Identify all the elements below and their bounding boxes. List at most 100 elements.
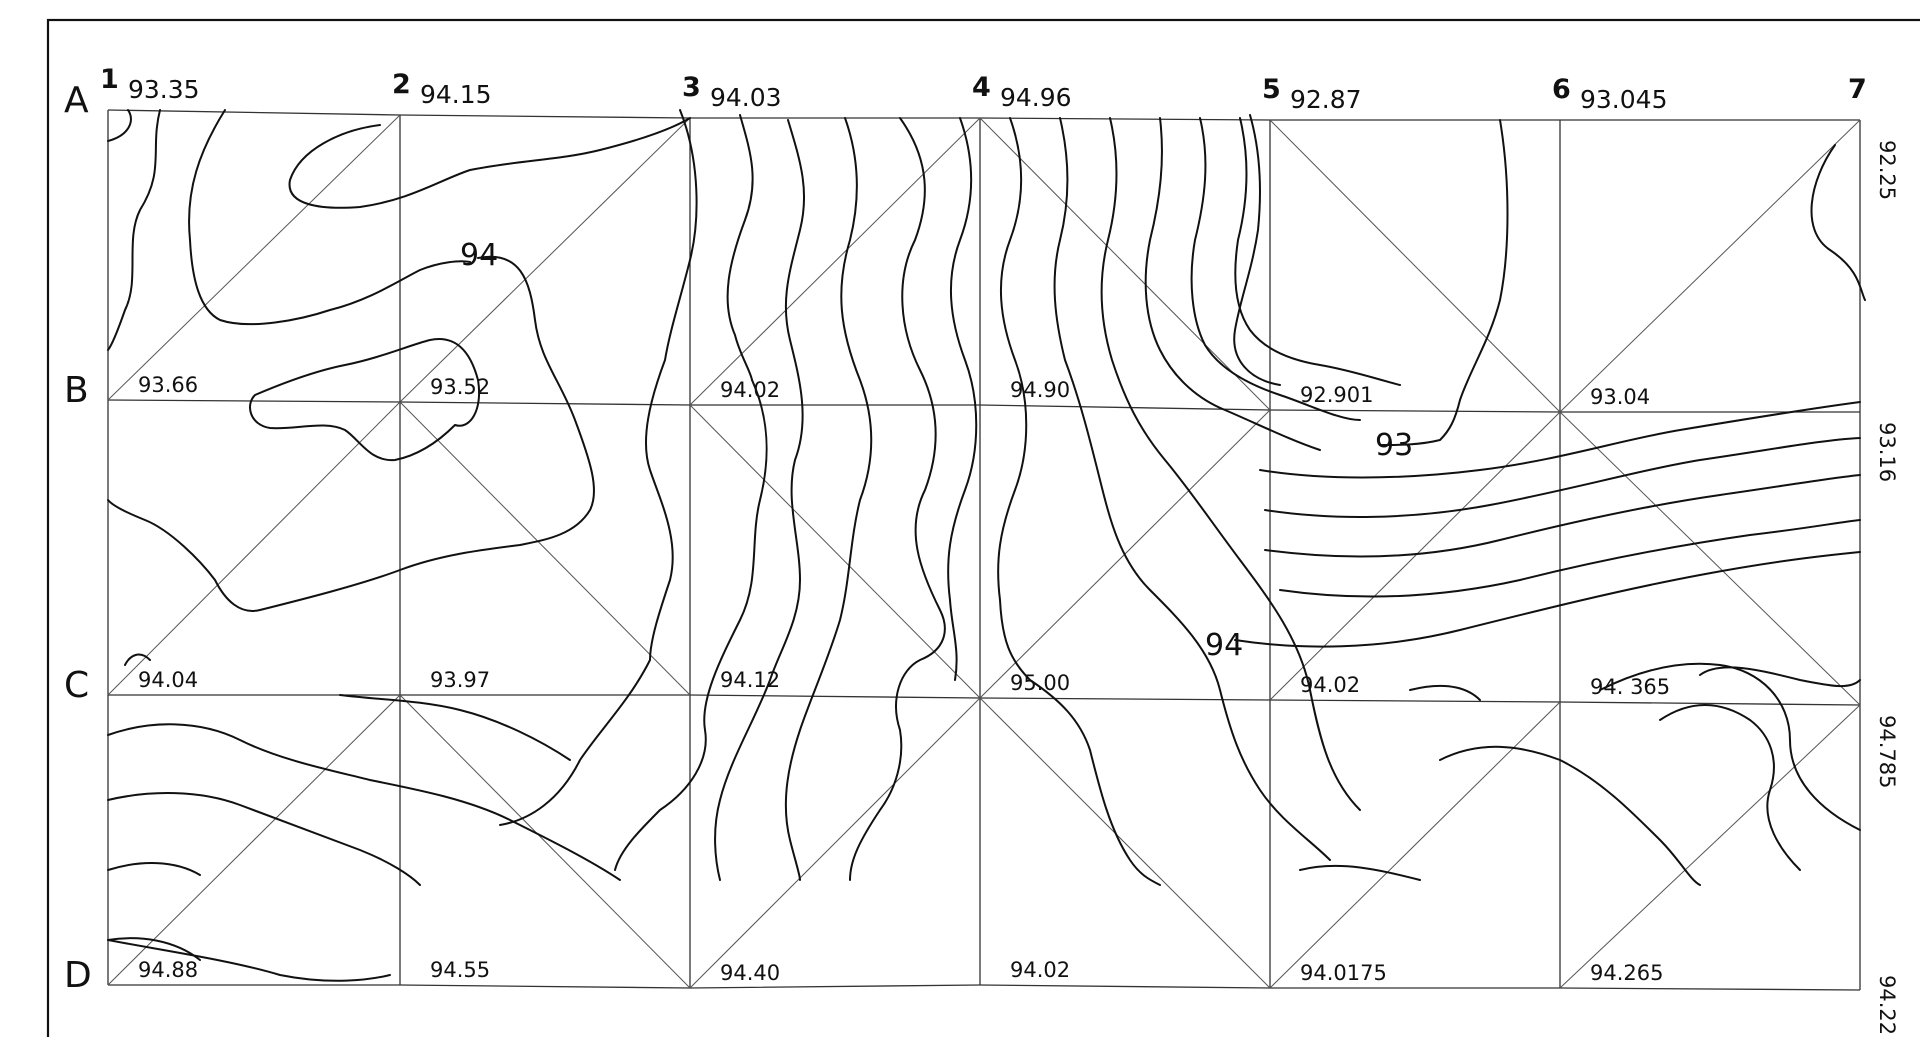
contour-line	[1659, 704, 1801, 871]
contour-line	[1409, 684, 1481, 701]
grid-row-line-d	[108, 984, 1861, 991]
elevation-d5: 94.0175	[1300, 961, 1387, 985]
elevation-d4: 94.02	[1010, 958, 1070, 982]
cell-diagonal	[1269, 119, 1561, 413]
elevation-d7: 94.22	[1875, 975, 1899, 1035]
row-label-c: C	[64, 665, 89, 706]
elevation-c2: 93.97	[430, 668, 490, 692]
elevation-a6: 93.045	[1580, 85, 1667, 114]
elevation-a7: 92.25	[1875, 140, 1899, 200]
elevation-b7: 93.16	[1875, 422, 1899, 482]
contour-value-label: 94	[1205, 628, 1243, 663]
elevation-c3: 94.12	[720, 668, 780, 692]
cell-diagonal	[107, 401, 401, 696]
elevation-d6: 94.265	[1590, 961, 1663, 985]
cell-diagonal	[689, 404, 981, 699]
elevation-d1: 94.88	[138, 958, 198, 982]
elevation-b2: 93.52	[430, 375, 490, 399]
contour-line	[1599, 662, 1861, 831]
contour-line	[1439, 745, 1701, 886]
contour-line	[339, 694, 571, 761]
cell-diagonal	[1559, 704, 1861, 989]
cell-diagonal	[399, 117, 691, 403]
contour-line	[947, 117, 978, 681]
column-label-1: 1	[100, 64, 119, 95]
contour-value-label: 94	[460, 238, 498, 273]
elevation-a4: 94.96	[1000, 83, 1072, 112]
contour-line	[1379, 119, 1509, 446]
column-label-2: 2	[392, 69, 411, 100]
contour-line	[499, 109, 698, 826]
contour-line	[107, 792, 421, 886]
contour-line	[288, 117, 691, 209]
elevation-d2: 94.55	[430, 958, 490, 982]
row-label-b: B	[64, 370, 89, 411]
elevation-a3: 94.03	[710, 83, 782, 112]
elevation-b1: 93.66	[138, 373, 198, 397]
row-label-d: D	[64, 955, 92, 996]
contour-line	[1144, 117, 1321, 451]
contour-value-label: 93	[1375, 428, 1413, 463]
cell-diagonal	[1559, 119, 1861, 413]
elevation-c6: 94. 365	[1590, 675, 1670, 699]
contour-line	[1699, 666, 1861, 688]
grid-diagonals	[107, 114, 1861, 989]
contour-line	[249, 338, 481, 462]
cell-diagonal	[979, 117, 1271, 411]
contour-line	[714, 119, 806, 881]
column-label-4: 4	[972, 72, 991, 103]
elevation-a2: 94.15	[420, 80, 492, 109]
contour-line	[1053, 117, 1331, 861]
cell-diagonal	[1269, 411, 1561, 701]
column-label-6: 6	[1552, 74, 1571, 105]
cell-diagonal	[1269, 701, 1561, 989]
contour-line	[997, 117, 1161, 886]
contour-line	[1810, 144, 1866, 301]
cell-diagonal	[1559, 411, 1861, 706]
cell-diagonal	[399, 694, 691, 989]
contour-line	[1234, 117, 1401, 386]
elevation-c1: 94.04	[138, 668, 198, 692]
contour-line	[107, 255, 596, 612]
contour-line	[1264, 474, 1861, 558]
contour-line	[107, 109, 161, 351]
elevation-b6: 93.04	[1590, 385, 1650, 409]
elevation-c5: 94.02	[1300, 673, 1360, 697]
contour-line	[107, 862, 201, 876]
contour-line	[1264, 437, 1861, 518]
elevation-d3: 94.40	[720, 961, 780, 985]
cell-diagonal	[107, 694, 401, 986]
contour-line	[1233, 114, 1281, 386]
cell-diagonal	[399, 401, 691, 696]
contour-line	[124, 653, 151, 666]
survey-grid	[107, 109, 1861, 991]
elevation-a5: 92.87	[1290, 85, 1362, 114]
elevation-b3: 94.02	[720, 378, 780, 402]
column-label-3: 3	[682, 72, 701, 103]
contour-line	[1100, 117, 1361, 811]
contour-lines	[107, 109, 1866, 982]
contour-line	[1190, 117, 1361, 421]
elevation-b4: 94.90	[1010, 378, 1070, 402]
contour-line	[1279, 519, 1861, 598]
sheet-border	[46, 18, 1920, 1037]
contour-line	[1299, 864, 1421, 881]
contour-line	[107, 939, 391, 982]
contour-line	[784, 117, 873, 881]
cell-diagonal	[107, 114, 401, 401]
column-label-7: 7	[1848, 74, 1867, 105]
contour-line	[614, 379, 768, 871]
elevation-c4: 95.00	[1010, 671, 1070, 695]
contour-line	[107, 723, 621, 881]
cell-diagonal	[689, 117, 981, 406]
elevation-b5: 92.901	[1300, 383, 1373, 407]
cell-diagonal	[689, 697, 981, 989]
contour-line	[849, 117, 946, 881]
row-label-a: A	[64, 80, 89, 121]
elevation-c7: 94.785	[1875, 715, 1899, 788]
contour-line	[726, 114, 754, 381]
contour-line	[1234, 551, 1861, 648]
contour-line	[188, 109, 471, 326]
